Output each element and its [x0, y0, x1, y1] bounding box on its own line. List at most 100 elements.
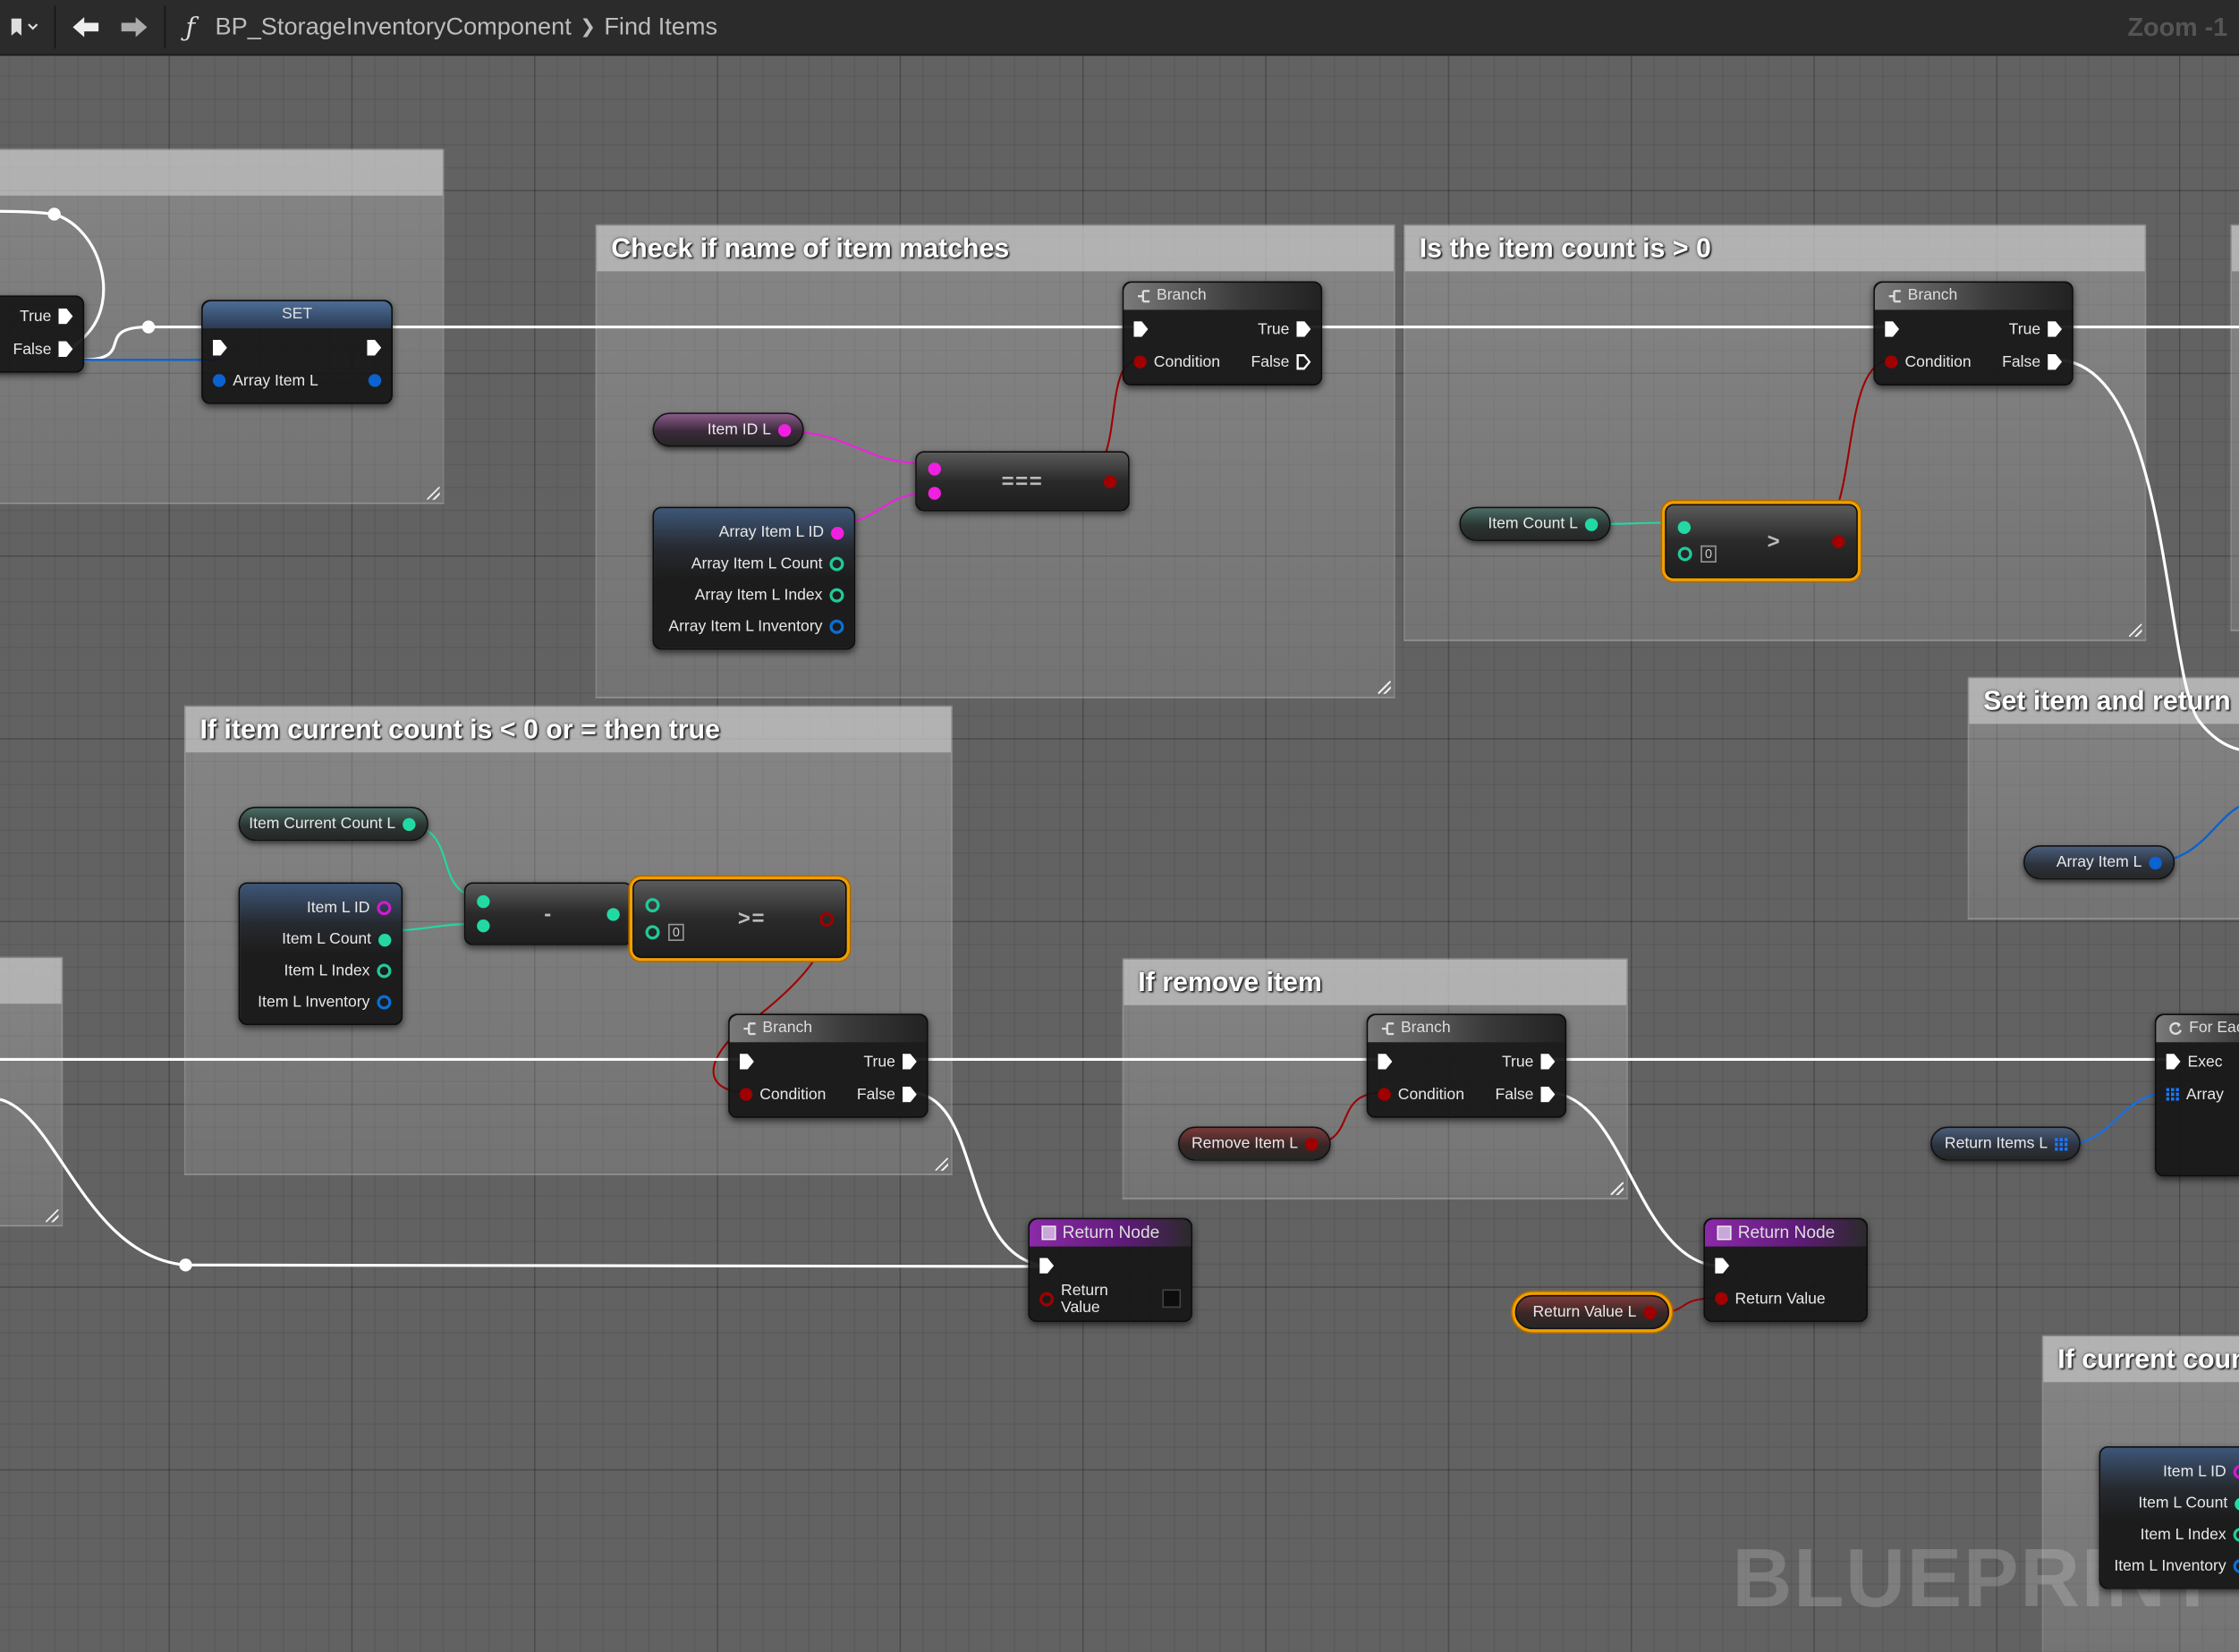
int-pin-unconnected[interactable]: [829, 556, 844, 572]
comment-title[interactable]: [0, 958, 62, 1004]
variable-var-array-item[interactable]: Array Item L: [2023, 845, 2175, 880]
bool-pin[interactable]: [1832, 534, 1845, 548]
bool-pin[interactable]: [739, 1088, 753, 1101]
resize-handle-icon[interactable]: [427, 487, 440, 500]
input-pin[interactable]: [1715, 1258, 1730, 1274]
output-pin[interactable]: Array Item L Inventory: [668, 618, 844, 635]
output-pin[interactable]: Item L ID: [307, 900, 392, 917]
input-pin[interactable]: Exec: [2166, 1053, 2223, 1070]
struct-pin-unconnected[interactable]: [829, 619, 844, 634]
variable-var-item-id[interactable]: Item ID L: [652, 412, 804, 447]
comment-title[interactable]: [0, 149, 443, 196]
exec-pin[interactable]: [902, 1054, 917, 1070]
comment-title[interactable]: [2232, 225, 2239, 272]
name-pin[interactable]: [831, 526, 844, 539]
comment-title[interactable]: Check if name of item matches: [597, 225, 1394, 272]
input-pin[interactable]: Condition: [739, 1086, 826, 1103]
name-pin[interactable]: [928, 462, 941, 476]
exec-pin[interactable]: [2048, 353, 2063, 370]
exec-pin[interactable]: [58, 308, 73, 325]
name-pin[interactable]: [777, 423, 792, 436]
exec-pin[interactable]: [1540, 1086, 1556, 1103]
variable-var-item-current-count[interactable]: Item Current Count L: [238, 806, 428, 842]
bool-pin[interactable]: [1133, 355, 1147, 369]
output-pin[interactable]: False: [2002, 353, 2063, 370]
input-pin[interactable]: [739, 1054, 754, 1070]
int-pin-unconnected[interactable]: [1677, 546, 1692, 561]
node-header[interactable]: Branch: [729, 1014, 927, 1043]
return-value-checkbox[interactable]: [1162, 1289, 1182, 1309]
comment-right-edge[interactable]: [2230, 224, 2239, 631]
int-pin-unconnected[interactable]: [377, 963, 392, 978]
output-pin[interactable]: Array Item L Index: [695, 587, 844, 604]
int-pin[interactable]: [2235, 1496, 2239, 1511]
exec-pin[interactable]: [1039, 1258, 1055, 1274]
exec-pin[interactable]: [212, 339, 227, 356]
exec-pin[interactable]: [1540, 1054, 1556, 1070]
breadcrumb-function[interactable]: Find Items: [604, 13, 718, 40]
int-pin-unconnected[interactable]: [2233, 1528, 2239, 1543]
int-pin-unconnected[interactable]: [829, 588, 844, 603]
input-pin[interactable]: [212, 339, 227, 356]
bool-pin-unconnected[interactable]: [819, 911, 835, 927]
comment-left-edge[interactable]: [0, 956, 64, 1227]
operator-op-greater[interactable]: 0>: [1665, 504, 1858, 579]
comment-c-count[interactable]: Is the item count is > 0: [1404, 224, 2147, 641]
node-header[interactable]: Branch: [1124, 283, 1321, 310]
exec-pin[interactable]: [1378, 1054, 1393, 1070]
output-pin[interactable]: False: [13, 341, 73, 358]
bool-pin-unconnected[interactable]: [1039, 1291, 1055, 1306]
output-pin[interactable]: Item L Inventory: [258, 994, 392, 1011]
exec-wire[interactable]: [2055, 358, 2239, 751]
operator-op-equal[interactable]: ===: [915, 451, 1130, 512]
bool-pin[interactable]: [1378, 1088, 1391, 1101]
default-value-input[interactable]: 0: [1700, 544, 1717, 563]
output-pin[interactable]: Item L Count: [2138, 1495, 2239, 1512]
variable-var-remove-item[interactable]: Remove Item L: [1177, 1126, 1331, 1161]
operator-op-gte[interactable]: 0>=: [632, 879, 847, 959]
output-pin[interactable]: Item L Index: [284, 962, 392, 979]
exec-pin[interactable]: [1885, 321, 1900, 337]
output-pin[interactable]: [367, 339, 382, 356]
struct-pin-unconnected[interactable]: [2233, 1559, 2239, 1574]
resize-handle-icon[interactable]: [1378, 681, 1391, 694]
input-pin[interactable]: Condition: [1378, 1086, 1464, 1103]
array-pin[interactable]: [2166, 1088, 2179, 1101]
struct-pin[interactable]: [368, 374, 382, 387]
input-pin[interactable]: Return Value: [1715, 1290, 1826, 1307]
output-pin[interactable]: True: [863, 1053, 917, 1070]
int-pin-unconnected[interactable]: [645, 897, 660, 912]
comment-title[interactable]: If item current count is < 0 or = then t…: [185, 707, 952, 753]
input-pin[interactable]: Array Item L: [212, 372, 318, 389]
name-pin[interactable]: [928, 487, 941, 500]
output-pin[interactable]: True: [1258, 320, 1311, 338]
exec-pin[interactable]: [902, 1086, 917, 1103]
output-pin[interactable]: False: [1495, 1086, 1556, 1103]
node-header[interactable]: For Each: [2156, 1014, 2239, 1043]
bool-pin[interactable]: [1715, 1292, 1728, 1306]
int-pin[interactable]: [606, 907, 620, 920]
int-pin[interactable]: [403, 817, 416, 831]
node-header[interactable]: Branch: [1874, 283, 2073, 310]
resize-handle-icon[interactable]: [2129, 623, 2142, 637]
reroute-knot[interactable]: [179, 1258, 192, 1272]
struct-pin[interactable]: [2149, 855, 2162, 869]
exec-wire[interactable]: [1546, 1090, 1724, 1268]
variable-var-return-items[interactable]: Return Items L: [1930, 1126, 2081, 1161]
output-pin[interactable]: Item L ID: [2163, 1463, 2239, 1480]
input-pin[interactable]: Return Value: [1039, 1282, 1182, 1316]
output-pin[interactable]: False: [1251, 353, 1311, 370]
name-wire[interactable]: [779, 430, 934, 465]
bookmark-button[interactable]: [0, 0, 48, 55]
bool-pin[interactable]: [1103, 474, 1117, 488]
node-header[interactable]: Return Node: [1704, 1219, 1867, 1247]
output-pin[interactable]: True: [1502, 1053, 1556, 1070]
default-value-input[interactable]: 0: [668, 923, 684, 941]
